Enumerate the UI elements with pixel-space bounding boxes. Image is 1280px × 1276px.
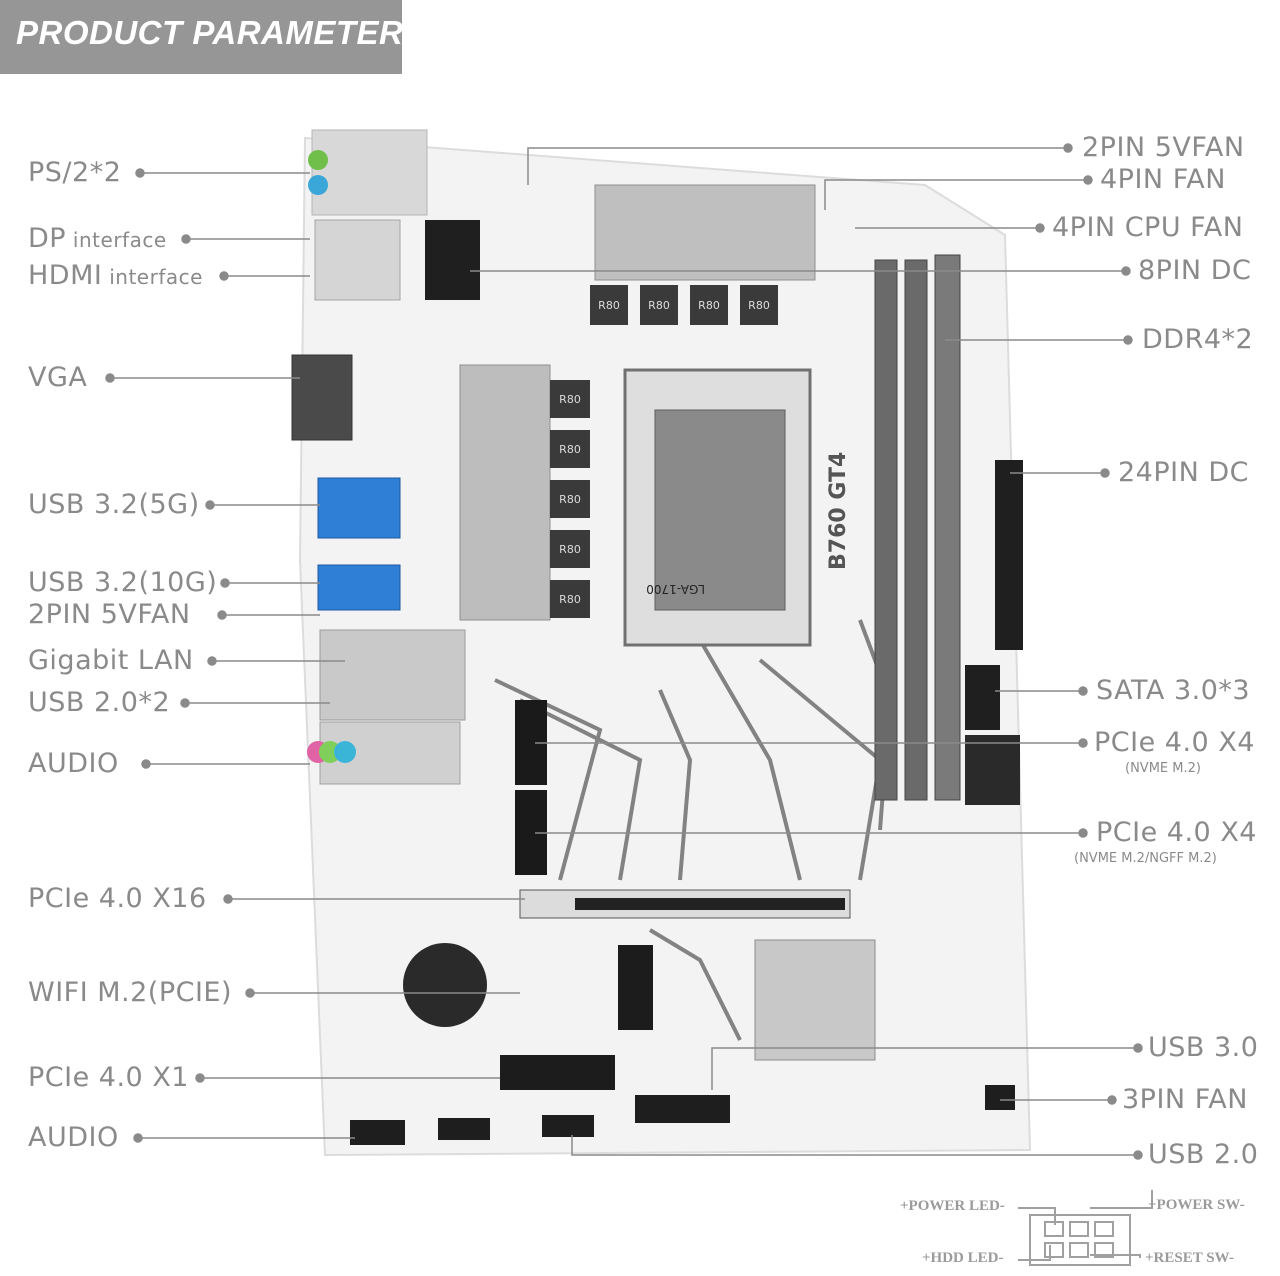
choke-mark: R80	[559, 543, 581, 556]
note-pcie-x4-2: (NVME M.2/NGFF M.2)	[1074, 851, 1217, 866]
choke-mark: R80	[559, 493, 581, 506]
label-pcie-x4-2: PCIe 4.0 X4	[1096, 817, 1257, 848]
choke-mark: R80	[648, 299, 670, 312]
rear-io-lan-usb	[319, 629, 466, 721]
connector-24pin-dc	[995, 460, 1023, 650]
pcie-x1-slot	[500, 1055, 615, 1090]
rear-io-usb32-5g	[317, 477, 401, 539]
label-8pin-dc: 8PIN DC	[1138, 255, 1252, 286]
choke-mark: R80	[598, 299, 620, 312]
header-title: PRODUCT PARAMETER	[16, 14, 404, 51]
label-2pin-5vfan-top: 2PIN 5VFAN	[1082, 132, 1245, 163]
label-hdmi-main: HDMI	[28, 260, 103, 291]
label-usb32-5g: USB 3.2(5G)	[28, 489, 200, 520]
sata-port-2	[965, 735, 1020, 805]
front-panel-diagram	[1018, 1190, 1153, 1266]
connector-8pin-dc	[425, 220, 480, 300]
label-wifi-m2: WIFI M.2(PCIE)	[28, 977, 233, 1008]
label-pcie-x4-1: PCIe 4.0 X4	[1094, 727, 1255, 758]
label-audio-rear: AUDIO	[28, 748, 119, 779]
label-dp-sub: interface	[66, 228, 167, 252]
wifi-m2-slot	[618, 945, 653, 1030]
note-pcie-x4-1: (NVME M.2)	[1125, 761, 1201, 776]
label-2pin-5vfan-left: 2PIN 5VFAN	[28, 599, 191, 630]
choke-mark: R80	[748, 299, 770, 312]
rear-io-ps2	[308, 129, 428, 216]
chipset-heatsink	[754, 939, 876, 1061]
label-3pin-fan: 3PIN FAN	[1122, 1084, 1248, 1115]
choke-mark: R80	[698, 299, 720, 312]
label-usb32-10g: USB 3.2(10G)	[28, 567, 218, 598]
header-banner: PRODUCT PARAMETER	[0, 0, 404, 74]
choke-mark: R80	[559, 393, 581, 406]
fp-hdd-led: +HDD LED-	[922, 1250, 1004, 1266]
label-24pin-dc: 24PIN DC	[1118, 457, 1250, 488]
dimm-slot-c	[934, 254, 961, 801]
dimm-slot-a	[874, 259, 898, 801]
label-4pin-cpu-fan: 4PIN CPU FAN	[1052, 212, 1244, 243]
label-gigabit-lan: Gigabit LAN	[28, 645, 194, 676]
label-usb20: USB 2.0	[1148, 1139, 1259, 1170]
dimm-slot-b	[904, 259, 928, 801]
label-dp: DP interface	[28, 225, 167, 252]
rear-io-audio	[307, 721, 461, 785]
choke-mark: R80	[559, 593, 581, 606]
label-vga: VGA	[28, 362, 88, 393]
label-audio-front: AUDIO	[28, 1122, 119, 1153]
label-usb20x2: USB 2.0*2	[28, 687, 171, 718]
label-sata: SATA 3.0*3	[1096, 675, 1251, 706]
vrm-heatsink-top	[594, 184, 816, 281]
board-model-mark: B760 GT4	[826, 452, 851, 570]
label-ddr4: DDR4*2	[1142, 324, 1254, 355]
rear-io-vga	[291, 354, 353, 441]
label-hdmi: HDMI interface	[28, 262, 203, 289]
label-usb30: USB 3.0	[1148, 1032, 1259, 1063]
label-4pin-fan: 4PIN FAN	[1100, 164, 1226, 195]
header-fan3	[985, 1085, 1015, 1110]
cpu-socket	[623, 368, 812, 647]
socket-mark: LGA-1700	[646, 582, 705, 596]
sata-port-1	[965, 665, 1000, 730]
rear-io-dp-hdmi	[314, 219, 401, 301]
header-front-audio	[350, 1120, 405, 1145]
header-usb30	[635, 1095, 730, 1123]
header-com	[438, 1118, 490, 1140]
choke-mark: R80	[559, 443, 581, 456]
label-hdmi-sub: interface	[102, 265, 203, 289]
cmos-battery	[403, 943, 487, 1027]
label-pcie-x1: PCIe 4.0 X1	[28, 1062, 189, 1093]
label-pcie-x16: PCIe 4.0 X16	[28, 883, 207, 914]
label-ps2: PS/2*2	[28, 157, 122, 188]
fp-power-sw: +POWER SW-	[1148, 1197, 1245, 1213]
fp-reset-sw: +RESET SW-	[1145, 1250, 1234, 1266]
fp-power-led: +POWER LED-	[900, 1198, 1005, 1214]
label-dp-main: DP	[28, 223, 67, 254]
header-usb20	[542, 1115, 594, 1137]
rear-io-usb32-10g	[317, 564, 401, 611]
vrm-heatsink-left	[459, 364, 551, 621]
